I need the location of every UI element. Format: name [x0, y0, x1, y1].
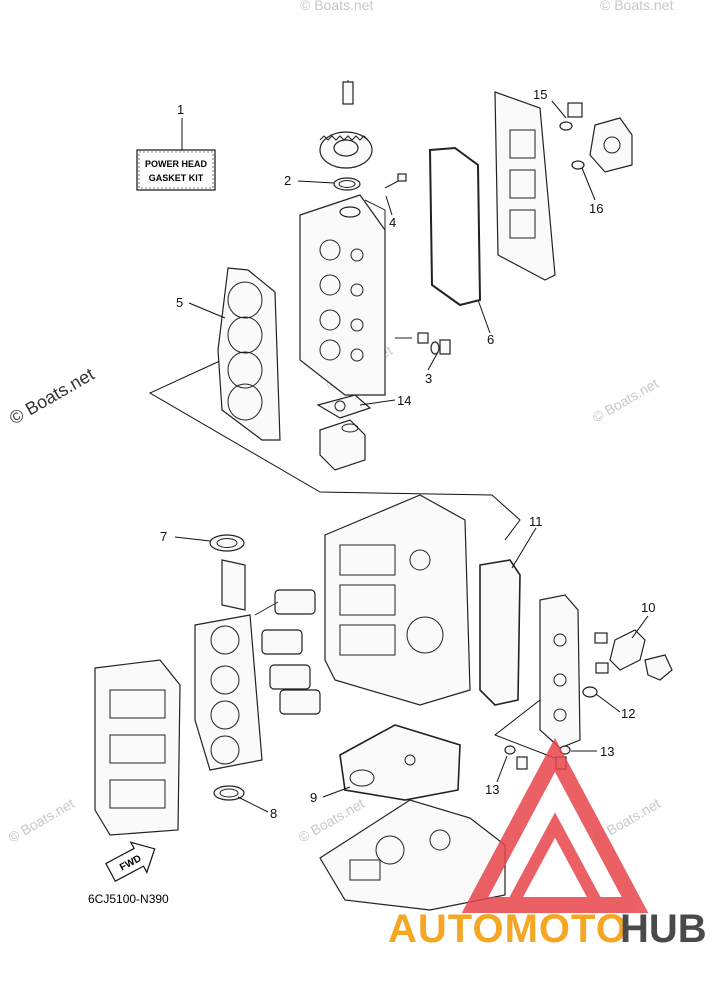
- oil-seal-7: [209, 534, 245, 552]
- bolt-4: [384, 173, 407, 189]
- callout-13-left: 13: [485, 782, 499, 797]
- watermark-bottom-left: © Boats.net: [6, 795, 78, 846]
- brand-text-part2: HUB: [620, 907, 707, 951]
- callout-16: 16: [589, 201, 603, 216]
- callout-1: 1: [177, 102, 184, 117]
- plug-10-fittings: [594, 632, 609, 674]
- watermark-right: © Boats.net: [590, 375, 662, 426]
- piston-upper: [254, 589, 316, 655]
- cam-pulley: [319, 80, 373, 169]
- callout-7: 7: [160, 529, 167, 544]
- cylinder-block: [324, 494, 471, 706]
- head-gasket-5: [217, 267, 281, 441]
- callout-5: 5: [176, 295, 183, 310]
- callout-3: 3: [425, 371, 432, 386]
- callout-12: 12: [621, 706, 635, 721]
- brand-text-part1: AUTOMOTO: [388, 907, 628, 951]
- o-ring-12: [582, 686, 598, 698]
- side-cover: [539, 594, 581, 749]
- brand-logo: AUTOMOTO HUB: [388, 738, 707, 951]
- gasket-11: [479, 559, 521, 706]
- kit-box-line2: GASKET KIT: [149, 173, 204, 183]
- callout-8: 8: [270, 806, 277, 821]
- gasket-10: [609, 629, 673, 681]
- fitting-15: [559, 102, 583, 131]
- o-ring-13a: [504, 745, 516, 755]
- thermostat-housing: [319, 419, 366, 471]
- callout-11: 11: [529, 514, 543, 529]
- leader-lines: [174, 100, 649, 813]
- piston-lower: [269, 664, 321, 715]
- kit-box-line1: POWER HEAD: [145, 159, 208, 169]
- gasket-14: [316, 394, 372, 419]
- plug-13a: [516, 756, 528, 770]
- brand-triangle-icon: [461, 738, 649, 913]
- crankshaft-assembly: [194, 559, 321, 771]
- oil-seal-8: [213, 785, 245, 801]
- watermark-main: © Boats.net: [6, 364, 98, 428]
- crankcase: [319, 799, 506, 911]
- callout-4: 4: [389, 215, 396, 230]
- callout-10: 10: [641, 600, 655, 615]
- pump-16: [571, 117, 633, 173]
- gasket-9: [339, 724, 461, 801]
- oil-seal-2: [333, 177, 361, 191]
- cover-gasket-6: [428, 146, 482, 307]
- group-line-lower: [493, 699, 561, 761]
- watermark-top-mid: © Boats.net: [300, 0, 373, 13]
- callout-9: 9: [310, 790, 317, 805]
- plug-3: [395, 332, 451, 355]
- intake-manifold: [94, 659, 181, 836]
- watermark-top-right: © Boats.net: [600, 0, 673, 13]
- callout-15: 15: [533, 87, 547, 102]
- fwd-arrow: FWD: [105, 841, 156, 882]
- group-line-upper: [148, 359, 521, 541]
- callouts: 1 2 3 4 5 6 7 8 9 10 11 12 13 13 14 15 1…: [160, 87, 655, 821]
- callout-13-right: 13: [600, 744, 614, 759]
- exhaust-cover: [494, 91, 556, 281]
- gasket-kit-box: POWER HEAD GASKET KIT: [136, 149, 216, 191]
- cylinder-head: [299, 194, 386, 396]
- callout-6: 6: [487, 332, 494, 347]
- diagram-code: 6CJ5100-N390: [88, 892, 169, 906]
- callout-2: 2: [284, 173, 291, 188]
- callout-14: 14: [397, 393, 411, 408]
